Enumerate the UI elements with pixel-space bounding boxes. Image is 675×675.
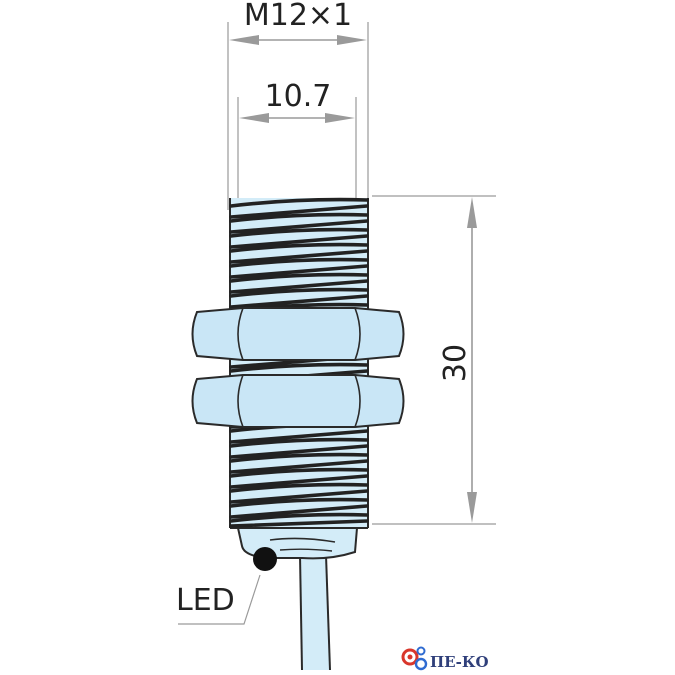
threaded-body	[229, 197, 369, 529]
nut-lower	[191, 374, 405, 428]
dimension-thread-label: M12×1	[244, 0, 352, 33]
brand-logo: ПЕ-КО	[401, 646, 489, 671]
led-leader-line	[178, 574, 261, 625]
led-label: LED	[176, 583, 235, 618]
cable	[299, 554, 331, 671]
nut-upper	[191, 307, 405, 361]
dimension-length-label: 30	[438, 344, 473, 382]
gear-logo-icon	[401, 646, 428, 671]
dimension-inner-diameter-label: 10.7	[265, 79, 332, 114]
dimension-thread: M12×1	[227, 0, 369, 210]
dimension-length: 30	[372, 195, 496, 525]
dimension-inner-diameter: 10.7	[237, 79, 357, 200]
brand-name: ПЕ-КО	[430, 653, 489, 671]
led-dot-icon	[253, 547, 277, 571]
